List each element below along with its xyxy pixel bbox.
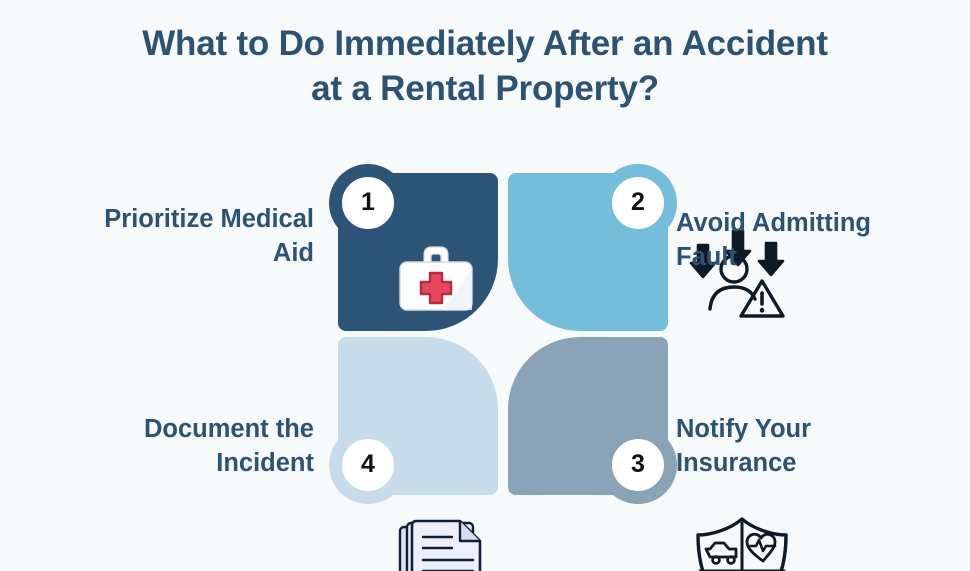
page-title: What to Do Immediately After an Accident… (142, 24, 828, 108)
document-stack-icon (390, 515, 494, 571)
step-number-badge-2: 2 (599, 164, 677, 242)
insurance-shield-icon (688, 513, 796, 571)
step-label-4: Document the Incident (143, 415, 314, 478)
blame-person-warning-icon (686, 223, 794, 323)
four-step-infographic: 1 2 3 4 (329, 164, 788, 571)
step-number-1: 1 (361, 187, 375, 216)
step-number-badge-1: 1 (329, 164, 407, 242)
step-label-2: Avoid Admitting Fault (676, 209, 871, 272)
first-aid-kit-icon (386, 235, 486, 323)
step-label-1: Prioritize Medical Aid (104, 205, 314, 268)
step-number-4: 4 (361, 449, 375, 478)
step-number-badge-3: 3 (599, 426, 677, 504)
step-number-3: 3 (631, 449, 645, 478)
step-number-2: 2 (631, 187, 645, 216)
step-number-badge-4: 4 (329, 426, 407, 504)
step-label-3: Notify Your Insurance (676, 415, 812, 478)
